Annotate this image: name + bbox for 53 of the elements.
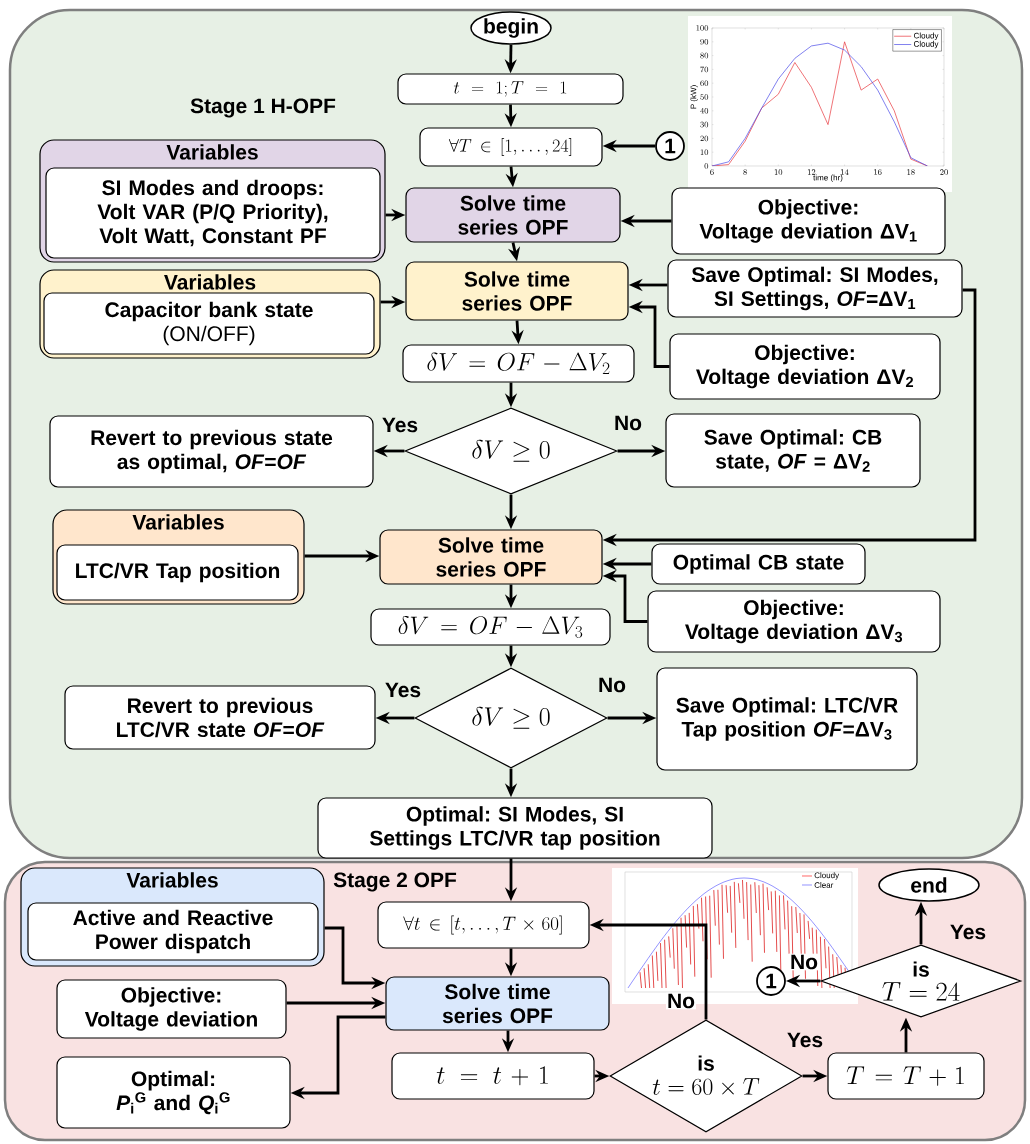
x-tick-label: 12 xyxy=(807,169,816,175)
process-box: $\delta V = OF - \Delta V_3$ xyxy=(370,608,611,646)
process-box: Objective: Voltage deviation xyxy=(56,979,287,1039)
y-tick-label: 70 xyxy=(700,66,709,73)
legend-label: Cloudy xyxy=(913,32,939,41)
y-tick-label: 40 xyxy=(700,107,709,114)
legend-entry: Clear xyxy=(801,882,834,888)
x-axis-title: time (hr) xyxy=(813,174,843,183)
process-box: Solve time series OPF xyxy=(405,187,621,243)
y-tick-label: 0 xyxy=(704,163,709,169)
process-box: Objective: Voltage deviation ΔV$_{3}$ xyxy=(647,590,941,653)
x-tick-label: 8 xyxy=(743,169,747,175)
process-box: Objective: Voltage deviation ΔV$_{2}$ xyxy=(669,333,941,400)
y-tick-label: 20 xyxy=(700,135,709,142)
process-box: $T = T + 1$ xyxy=(827,1052,985,1100)
y-axis-title: P (kW) xyxy=(690,85,698,109)
process-box: Revert to previous LTC/VR state OF=OF xyxy=(64,685,376,750)
process-box: Save Optimal: LTC/VR Tap position OF=ΔV$_{3}$ xyxy=(656,667,918,771)
legend-entry: Cloudy xyxy=(801,872,840,880)
process-box: Save Optimal: SI Modes, SI Settings, OF=ΔV$_{1}$ xyxy=(667,259,963,318)
y-tick-label: 100 xyxy=(696,25,709,31)
process-box: Revert to previous state as optimal, OF=OF xyxy=(49,415,374,488)
process-box: Save Optimal: CB state, OF = ΔV$_{2}$ xyxy=(665,413,921,488)
process-box: Optimal: P$_{i}$$^{G}$ and Q$_{i}$G xyxy=(56,1056,291,1129)
process-box: Active and Reactive Power dispatch xyxy=(27,902,319,961)
process-box: Optimal CB state xyxy=(651,543,866,585)
process-box: $\delta V = OF - \Delta V_2$ xyxy=(402,344,635,383)
x-tick-label: 14 xyxy=(841,169,849,175)
y-tick-label: 10 xyxy=(700,149,709,155)
x-tick-label: 16 xyxy=(874,169,882,175)
y-tick-label: 50 xyxy=(700,94,709,100)
x-tick-label: 18 xyxy=(907,169,915,175)
x-tick-label: 10 xyxy=(774,169,783,175)
x-tick-label: 20 xyxy=(940,169,948,175)
process-box: Objective: Voltage deviation ΔV$_{1}$ xyxy=(671,187,946,255)
process-box: $\forall T \in [1, \ldots, 24]$ xyxy=(419,127,603,167)
process-box: $t = 1; T = 1$ xyxy=(397,73,624,105)
x-tick-label: 6 xyxy=(710,169,714,175)
process-box: $\forall t \in [t, \ldots, T \times 60]$ xyxy=(377,901,590,949)
y-tick-label: 30 xyxy=(700,121,709,128)
y-tick-label: 60 xyxy=(700,80,709,86)
process-box: LTC/VR Tap position xyxy=(56,544,299,601)
y-tick-label: 90 xyxy=(700,39,709,45)
y-tick-label: 80 xyxy=(700,52,709,59)
process-box: Solve time series OPF xyxy=(385,976,610,1031)
process-box: $t = t + 1$ xyxy=(391,1052,595,1100)
process-box: Optimal: SI Modes, SI Settings LTC/VR tap position xyxy=(317,797,713,859)
process-box: Solve time series OPF xyxy=(405,261,629,321)
process-box: SI Modes and droops: Volt VAR (P/Q Priority), Volt Watt, Constant PF xyxy=(45,167,381,259)
process-box: Solve time series OPF xyxy=(379,529,603,585)
legend-label: Cloudy xyxy=(913,40,939,49)
line-chart: 6 8 10 12 14 16 18 20 0 10 20 30 40 50 60 70 80 90 100 time (hr) P (kW) Cloudy Cloudy xyxy=(688,16,952,192)
process-box: Capacitor bank state (ON/OFF) xyxy=(43,292,375,355)
